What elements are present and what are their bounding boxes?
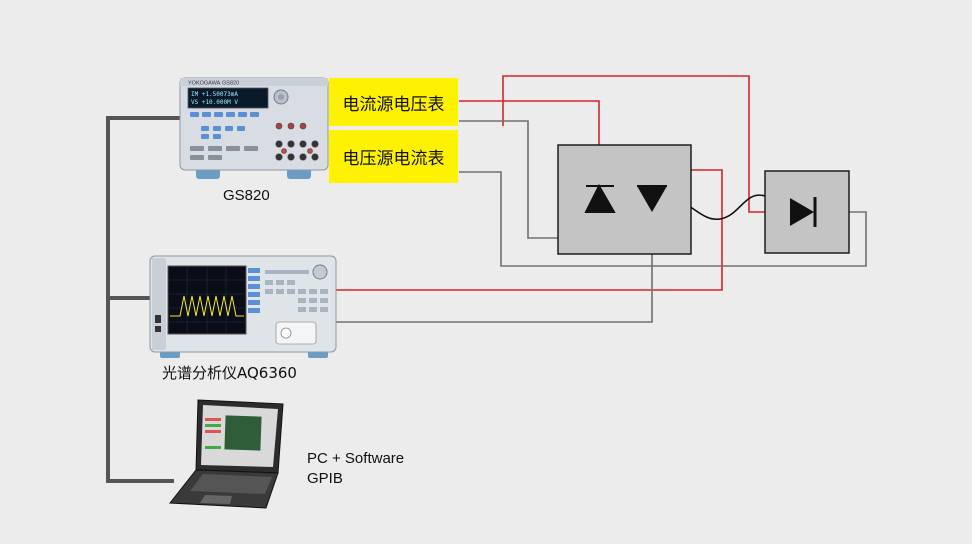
gs820-instrument-icon: YOKOGAWA GS820 IM +1.50073mA VS +10.000M… (179, 77, 329, 179)
svg-text:VS +10.000M V: VS +10.000M V (191, 99, 238, 106)
spectrum-trace (170, 295, 244, 317)
svg-text:IM +1.50073mA: IM +1.50073mA (191, 91, 238, 98)
wire-ammeter-return (459, 171, 867, 267)
mode-voltage-source-current-meter: 电压源电流表 (329, 130, 458, 183)
laptop-icon (169, 399, 284, 509)
dut-ld-pd (557, 144, 692, 255)
gpib-label: GPIB (307, 470, 343, 487)
gs820-label: GS820 (223, 187, 270, 204)
osa-instrument-icon (149, 255, 337, 358)
mode-current-source-voltage-meter: 电流源电压表 (329, 78, 458, 126)
svg-text:YOKOGAWA: YOKOGAWA (188, 81, 221, 87)
photodiode-icon (637, 185, 667, 212)
diode-icon (790, 197, 817, 227)
dut-diode (764, 170, 850, 254)
wire-current-source-to-ref-diode (502, 75, 790, 213)
svg-text:GS820: GS820 (222, 81, 239, 87)
laser-diode-icon (584, 183, 616, 213)
gpib-bus (106, 116, 182, 483)
osa-label: 光谱分析仪AQ6360 (162, 364, 297, 382)
pc-software-label: PC + Software (307, 450, 405, 467)
